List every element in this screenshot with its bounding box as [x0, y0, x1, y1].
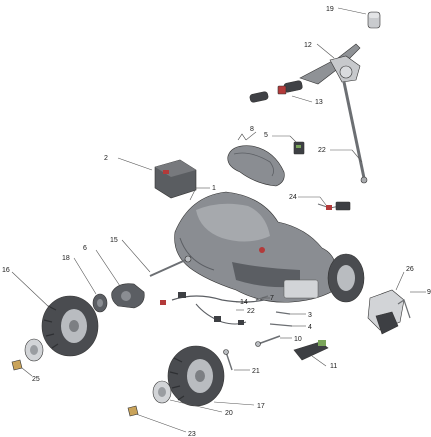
callout-9: 9: [427, 289, 431, 296]
callout-21: 21: [252, 368, 260, 375]
callout-17: 17: [257, 403, 265, 410]
callout-23: 23: [188, 431, 196, 437]
callout-1: 1: [212, 185, 216, 192]
callout-22-upper: 22: [318, 147, 326, 154]
callout-19: 19: [326, 6, 334, 13]
callout-6: 6: [83, 245, 87, 252]
part-4-washer: [269, 323, 293, 327]
callout-5: 5: [264, 132, 268, 139]
part-seat: [227, 145, 285, 187]
callout-2: 2: [104, 155, 108, 162]
part-rear-tire-mounted: [327, 253, 365, 303]
part-15-axle: [149, 255, 192, 277]
part-16-tire: [41, 295, 99, 357]
part-12-handlebar: [299, 43, 361, 85]
part-5-switch: [293, 141, 305, 155]
part-23-nut: [127, 405, 139, 417]
part-3-bolt: [275, 311, 291, 315]
callout-3: 3: [308, 312, 312, 319]
callout-22-lower: 22: [247, 308, 255, 315]
part-8-clip: [237, 133, 247, 141]
callout-24: 24: [289, 194, 297, 201]
callout-25: 25: [32, 376, 40, 383]
part-11-arm: [293, 340, 329, 361]
part-24-connector: [317, 201, 351, 211]
part-19-cap: [367, 11, 381, 29]
callout-18-upper: 18: [62, 255, 70, 262]
part-14-harness: [160, 292, 265, 325]
part-20-hubcap: [152, 380, 172, 404]
callout-10: 10: [294, 336, 302, 343]
callout-7: 7: [270, 295, 274, 302]
callout-26: 26: [406, 266, 414, 273]
part-17-tire: [167, 345, 225, 407]
part-18-hub: [92, 293, 108, 313]
callout-20: 20: [225, 410, 233, 417]
callout-14: 14: [240, 299, 248, 306]
callout-16: 16: [2, 267, 10, 274]
part-26-bracket: [367, 289, 405, 335]
part-10-tierod: [255, 335, 281, 347]
callout-13: 13: [315, 99, 323, 106]
callout-12: 12: [304, 42, 312, 49]
part-steering-shaft: [342, 81, 368, 184]
part-2-battery: [154, 159, 197, 199]
callout-15: 15: [110, 237, 118, 244]
part-25-nut: [11, 359, 23, 371]
callout-8: 8: [250, 126, 254, 133]
callout-11: 11: [330, 363, 337, 370]
part-13-grips: [249, 80, 303, 103]
part-6-gearbox: [111, 283, 145, 309]
part-21-bolt: [223, 349, 233, 371]
part-1-body: [174, 191, 339, 303]
part-hubcap-front: [24, 338, 44, 362]
callout-4: 4: [308, 324, 312, 331]
part-9-mount: [397, 299, 411, 319]
